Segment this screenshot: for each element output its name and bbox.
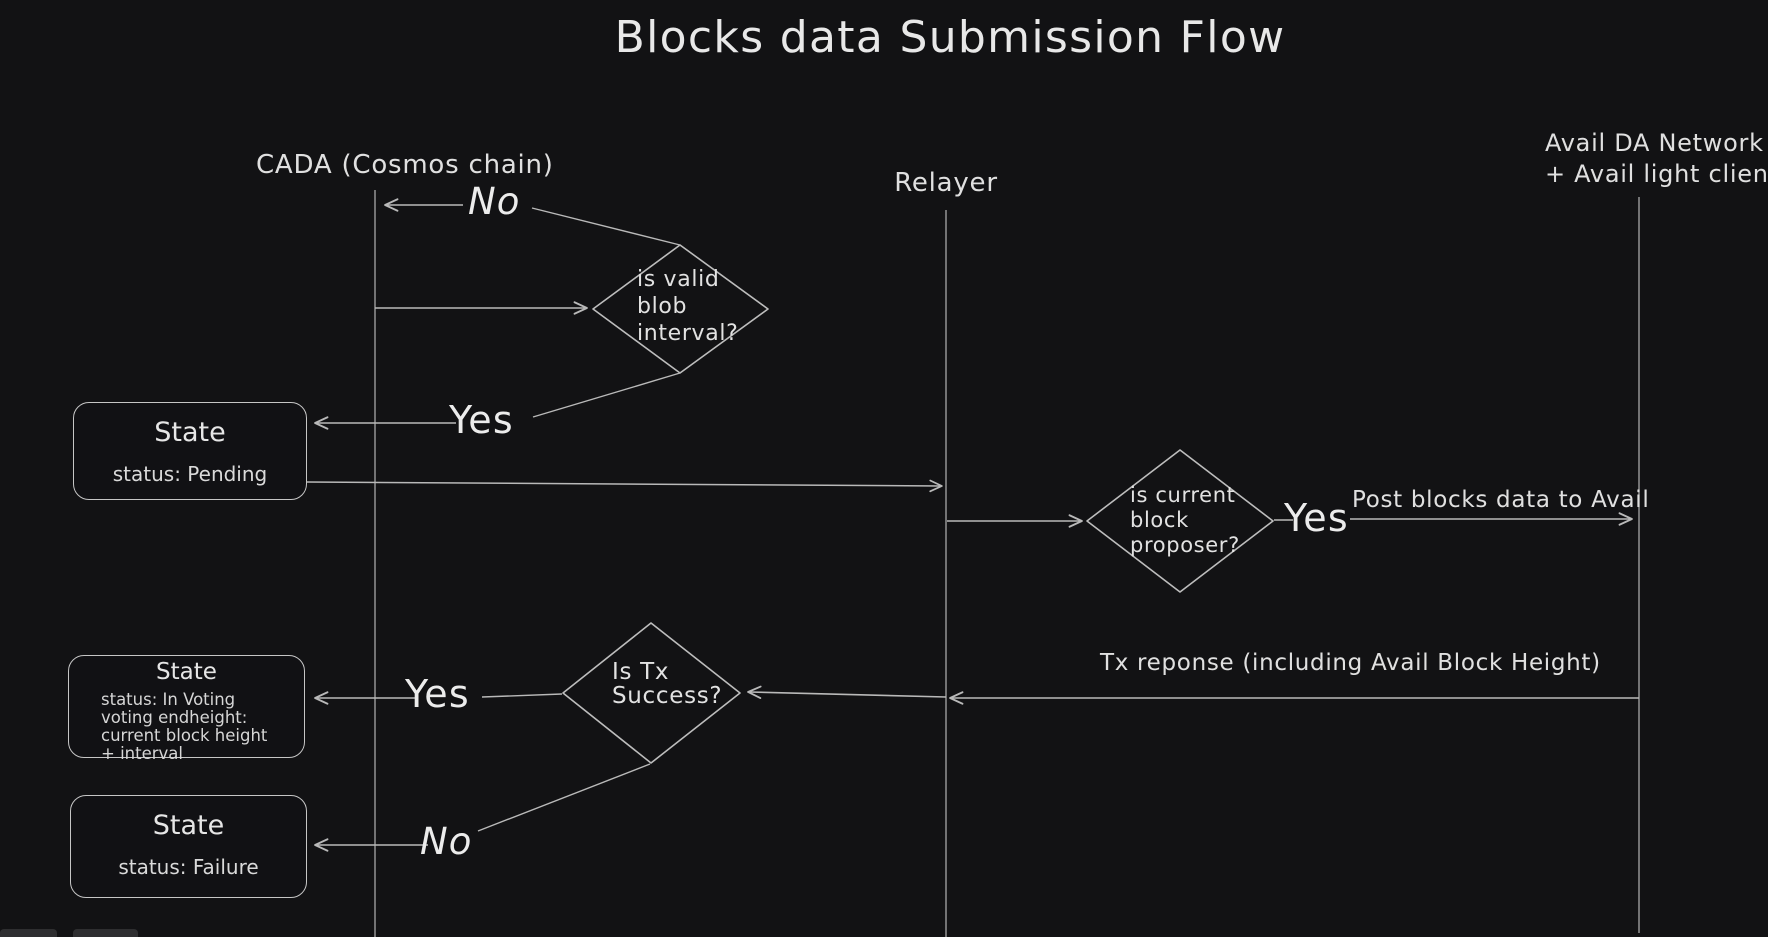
state-invoting-line4: + interval xyxy=(101,744,183,763)
avail-label-line1: Avail DA Network xyxy=(1545,129,1764,157)
state-invoting-line3: current block height xyxy=(101,726,268,745)
decision1-line2: blob xyxy=(637,294,688,319)
state-box-failure: State status: Failure xyxy=(70,795,307,898)
state-pending-status: status: Pending xyxy=(112,462,268,486)
edge-diamond3-to-no xyxy=(477,763,651,832)
label-yes-blob: Yes xyxy=(449,398,514,442)
decision-current-block-proposer-shape xyxy=(1086,449,1274,593)
decision-valid-blob-interval-text: is valid blob interval? xyxy=(637,266,739,347)
label-tx-response: Tx reponse (including Avail Block Height… xyxy=(1100,650,1601,676)
edge-state-pending-to-relayer-arrow xyxy=(306,479,943,493)
lane-header-avail: Avail DA Network + Avail light client xyxy=(1545,128,1768,190)
decision-current-block-proposer-text: is current block proposer? xyxy=(1130,483,1240,558)
decision3-line2: Success? xyxy=(612,683,723,709)
label-no-tx: No xyxy=(420,820,473,863)
state-invoting-line2: voting endheight: xyxy=(101,708,248,727)
state-invoting-details: status: In Voting voting endheight: curr… xyxy=(101,691,304,763)
decision2-line2: block xyxy=(1130,508,1189,532)
decision2-line1: is current xyxy=(1130,483,1236,507)
decision3-line1: Is Tx xyxy=(612,659,670,685)
state-invoting-line1: status: In Voting xyxy=(101,690,236,709)
decision1-line1: is valid xyxy=(637,267,720,292)
label-no-blob: No xyxy=(468,180,521,223)
edge-diamond1-to-no xyxy=(531,207,681,246)
lane-header-relayer: Relayer xyxy=(894,168,998,198)
state-failure-title: State xyxy=(152,810,225,841)
decision2-line3: proposer? xyxy=(1130,533,1240,557)
state-pending-title: State xyxy=(154,417,226,448)
decision1-line3: interval? xyxy=(637,321,739,346)
bottom-edge-fragment-left xyxy=(0,929,57,937)
decision-valid-blob-interval-shape xyxy=(592,244,769,374)
lane-header-cada: CADA (Cosmos chain) xyxy=(256,150,554,180)
label-yes-tx: Yes xyxy=(405,672,470,716)
edge-relayer-to-diamond3-arrow xyxy=(747,685,947,699)
label-yes-proposer: Yes xyxy=(1284,496,1349,540)
diagram-title: Blocks data Submission Flow xyxy=(614,12,1286,63)
bottom-edge-fragment-right xyxy=(73,929,138,937)
edge-diamond1-to-yes xyxy=(532,372,681,418)
decision-tx-success-text: Is Tx Success? xyxy=(612,660,722,708)
state-box-pending: State status: Pending xyxy=(73,402,307,500)
avail-label-line2: + Avail light client xyxy=(1545,160,1768,188)
edge-diamond3-to-yes xyxy=(481,693,563,698)
label-post-blocks-data: Post blocks data to Avail xyxy=(1352,487,1650,513)
decision-tx-success-shape xyxy=(562,622,741,764)
state-invoting-title: State xyxy=(156,659,217,685)
state-box-in-voting: State status: In Voting voting endheight… xyxy=(68,655,305,763)
state-failure-status: status: Failure xyxy=(118,855,259,879)
